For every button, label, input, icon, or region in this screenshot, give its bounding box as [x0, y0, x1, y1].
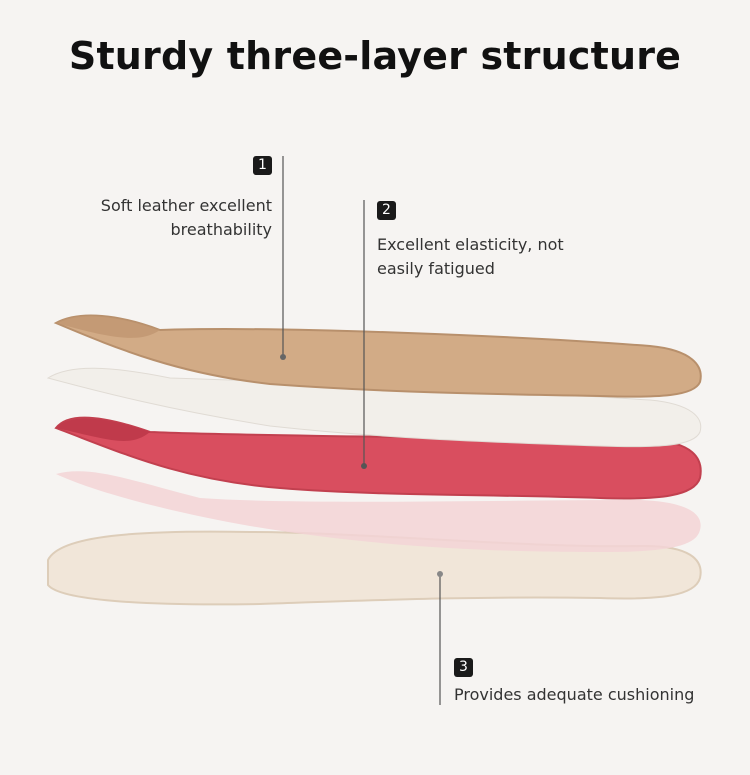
layer-1-number-badge: 1 — [253, 156, 272, 175]
page-title: Sturdy three-layer structure — [68, 34, 682, 78]
leather-layer — [53, 314, 702, 398]
leader-dot-2 — [361, 463, 367, 469]
layer-3-label: Provides adequate cushioning — [454, 685, 695, 704]
layer-3-number-badge: 3 — [454, 658, 473, 677]
layer-1-label: Soft leather excellent breathability — [100, 196, 272, 239]
layer-2-label: Excellent elasticity, not easily fatigue… — [377, 235, 564, 278]
pale-pink-layer — [56, 471, 701, 552]
leader-dot-3 — [437, 571, 443, 577]
leader-dot-1 — [280, 354, 286, 360]
white-layer — [46, 367, 702, 448]
layer-2-number-badge: 2 — [377, 201, 396, 220]
elastic-layer — [54, 416, 702, 500]
